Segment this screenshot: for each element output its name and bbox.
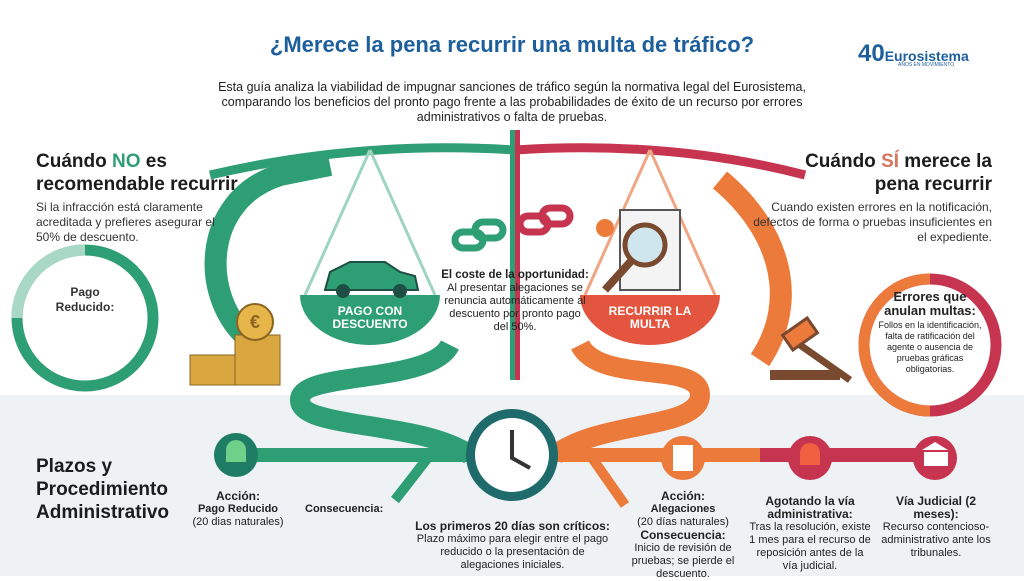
page-subtitle: Esta guía analiza la viabilidad de impug… — [218, 80, 806, 124]
right-donut-text: Errores que anulan multas: Follos en la … — [872, 290, 988, 375]
page-title: ¿Merece la pena recurrir una multa de tr… — [269, 32, 755, 57]
timeline-heading: Plazos y Procedimiento Administrativo — [36, 456, 170, 523]
right-heading: Cuándo SÍ merece la pena recurrir — [805, 151, 992, 195]
green-pipe-down — [289, 339, 476, 464]
right-pan — [580, 295, 720, 345]
right-body: Cuando existen errores en la notificació… — [753, 200, 992, 244]
left-heading: Cuándo NO es recomendable recurrir — [36, 151, 238, 195]
car-icon — [323, 261, 420, 298]
svg-text:€: € — [250, 312, 260, 332]
coins-icon: € — [189, 303, 281, 386]
scale-beam — [208, 143, 516, 180]
step3-text: Agotando la vía administrativa: Tras la … — [749, 494, 871, 573]
clock-icon — [466, 409, 558, 501]
green-pipe — [204, 154, 333, 349]
step1-text: Acción: Pago Reducido (20 dias naturales… — [192, 489, 284, 529]
magnifier-document-icon — [596, 209, 681, 293]
orange-pipe — [712, 171, 792, 367]
step4-text: Vía Judicial (2 meses): Recurso contenci… — [881, 494, 991, 560]
eurosistema-logo: 40Eurosistema AÑOS EN MOVIMIENTO — [858, 40, 969, 68]
right-pan-label: RECURRIR LA MULTA — [608, 304, 692, 331]
consequence-label: Consecuencia: — [305, 503, 384, 515]
broken-chain-icon — [451, 204, 574, 252]
right-donut-body: Follos en la identificación, falta de ra… — [878, 320, 982, 374]
opportunity-cost-title: El coste de la oportunidad: — [441, 269, 589, 281]
opportunity-cost-text: El coste de la oportunidad: Al presentar… — [425, 268, 605, 334]
left-pan — [300, 295, 440, 345]
left-pan-label: PAGO CON DESCUENTO — [332, 304, 408, 331]
step2-text: Acción: Alegaciones (20 días naturales) … — [631, 489, 735, 581]
clock-text: Los primeros 20 días son críticos: Plazo… — [415, 519, 610, 572]
left-body: Si la infracción está claramente acredit… — [36, 200, 215, 244]
left-donut-label: Pago Reducido: — [55, 285, 115, 314]
gavel-icon — [770, 315, 853, 383]
opportunity-cost-body: Al presentar alegaciones se renuncia aut… — [444, 282, 586, 333]
right-donut-title: Errores que anulan multas: — [884, 289, 976, 318]
orange-pipe-down — [548, 339, 711, 464]
